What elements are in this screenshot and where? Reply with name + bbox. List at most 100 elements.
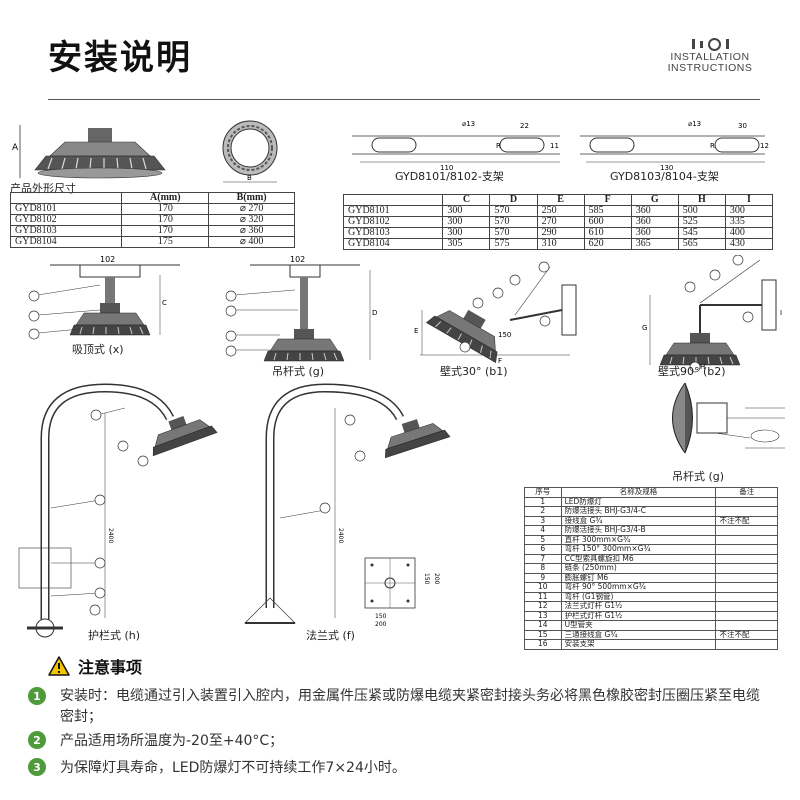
table-cell: 175 — [121, 236, 210, 248]
table-cell: 360 — [630, 216, 679, 228]
notice-text: 为保障灯具寿命，LED防爆灯不可持续工作7×24小时。 — [60, 760, 406, 776]
dim-label: ⌀13 — [688, 120, 701, 128]
table-cell — [715, 506, 778, 517]
table-cell: 170 — [121, 203, 210, 215]
table-cell — [715, 620, 778, 631]
table-cell: 575 — [489, 238, 538, 250]
table-row: GYD8103 170 ⌀ 360 — [9, 225, 295, 237]
table-cell: GYD8104 — [9, 236, 123, 248]
table-cell: 防爆活接头 BHJ-G3/4-C — [560, 506, 717, 517]
table-cell — [715, 563, 778, 574]
table-cell: ⌀ 360 — [208, 225, 295, 237]
table-cell: 300 — [442, 216, 491, 228]
table-header-cell: C — [442, 194, 491, 206]
dim-label: 22 — [520, 122, 529, 130]
table-cell: 12 — [524, 601, 562, 612]
dim-label: 12 — [760, 142, 769, 150]
header-divider — [48, 99, 760, 100]
dims-caption: 产品外形尺寸 — [10, 182, 76, 195]
table-cell — [715, 496, 778, 507]
table-header-cell: E — [536, 194, 585, 206]
notice-text: 产品适用场所温度为-20至+40°C； — [60, 733, 284, 749]
pendant-mount-drawing: 102 D — [225, 255, 377, 362]
table-row: GYD8103 300 570 290 610 360 545 400 — [342, 227, 774, 239]
table-row: GYD8104 175 ⌀ 400 — [9, 236, 295, 248]
table-cell: GYD8103 — [342, 227, 444, 239]
caption-wall90: 壁式90° (b2) — [658, 365, 726, 378]
table-header-cell — [9, 192, 123, 204]
dim-label: R — [496, 142, 501, 150]
dim-g-label: G — [642, 324, 647, 332]
notice-header: 注意事项 — [48, 654, 142, 678]
table-cell: 400 — [724, 227, 774, 239]
logo-line-2: INSTRUCTIONS — [667, 62, 753, 74]
table-cell: U型管夹 — [560, 620, 717, 631]
dim-label: 110 — [440, 164, 453, 172]
table-row: GYD8104 305 575 310 620 365 565 430 — [342, 238, 774, 250]
dim-label: 200 — [433, 573, 440, 585]
table-cell: 弯杆 90° 500mm×G¾ — [560, 582, 717, 593]
table-cell: 365 — [630, 238, 679, 250]
ceiling-mount-drawing: 102 C — [28, 255, 180, 340]
table-cell: ⌀ 320 — [208, 214, 295, 226]
table-cell: 6 — [524, 544, 562, 555]
table-row: 序号 名称及规格 备注 — [524, 487, 778, 498]
page-title: 安装说明 — [48, 38, 192, 78]
dim-i-label: I — [780, 309, 782, 317]
table-cell: 290 — [536, 227, 585, 239]
notice-title: 注意事项 — [78, 658, 143, 677]
table-cell: GYD8104 — [342, 238, 444, 250]
table-cell: GYD8101 — [9, 203, 123, 215]
table-cell: 不注不配 — [715, 629, 778, 640]
table-header-cell: H — [677, 194, 726, 206]
table-cell: 570 — [489, 216, 538, 228]
table-cell: 300 — [442, 227, 491, 239]
table-cell: 620 — [583, 238, 632, 250]
table-cell: ⌀ 270 — [208, 203, 295, 215]
table-header-cell: 序号 — [524, 487, 562, 498]
table-cell: 500 — [677, 205, 726, 217]
flange-mount-drawing: 2400 150 200 150 200 — [244, 383, 451, 628]
logo-line-1: INSTALLATION — [670, 51, 750, 63]
pole-drawings: 2400 2400 150 200 150 200 — [18, 383, 451, 638]
table-row: C D E F G H I — [342, 194, 774, 206]
table-cell: 防爆活接头 BHJ-G3/4-B — [560, 525, 717, 536]
table-cell — [715, 572, 778, 583]
size-table: C D E F G H I GYD8101 300 570 250 585 36… — [342, 194, 774, 250]
dim-c-label: C — [162, 299, 167, 307]
notice-text: 安装时：电缆通过引入装置引入腔内，用金属件压紧或防爆电缆夹紧密封接头务必将黑色橡… — [60, 688, 760, 725]
table-row: GYD8102 170 ⌀ 320 — [9, 214, 295, 226]
table-header-cell: G — [630, 194, 679, 206]
caption-flange: 法兰式 (f) — [306, 629, 355, 642]
table-cell: 570 — [489, 205, 538, 217]
table-cell: GYD8103 — [9, 225, 123, 237]
dim-label: 30 — [738, 122, 747, 130]
notice-item: 2 产品适用场所温度为-20至+40°C； — [28, 730, 283, 750]
table-cell: 360 — [630, 205, 679, 217]
table-row: A(mm) B(mm) — [9, 192, 295, 204]
dim-h-label: H — [700, 363, 705, 371]
bracket-drawings: ⌀13 22 110 R 11 ⌀13 30 130 R 12 — [352, 120, 769, 172]
table-header-cell: A(mm) — [121, 192, 210, 204]
caption-ceiling: 吸顶式 (x) — [72, 343, 124, 356]
dim-label: 102 — [290, 255, 305, 264]
table-cell — [715, 534, 778, 545]
table-row: GYD8101 300 570 250 585 360 500 300 — [342, 205, 774, 217]
table-cell: 8 — [524, 563, 562, 574]
number-badge-icon: 1 — [28, 687, 46, 705]
wall90-mount-drawing: G H I — [642, 255, 782, 373]
table-cell — [715, 591, 778, 602]
guardrail-mount-drawing: 2400 — [18, 383, 218, 638]
table-cell: 335 — [724, 216, 774, 228]
dim-d-label: D — [372, 309, 377, 317]
